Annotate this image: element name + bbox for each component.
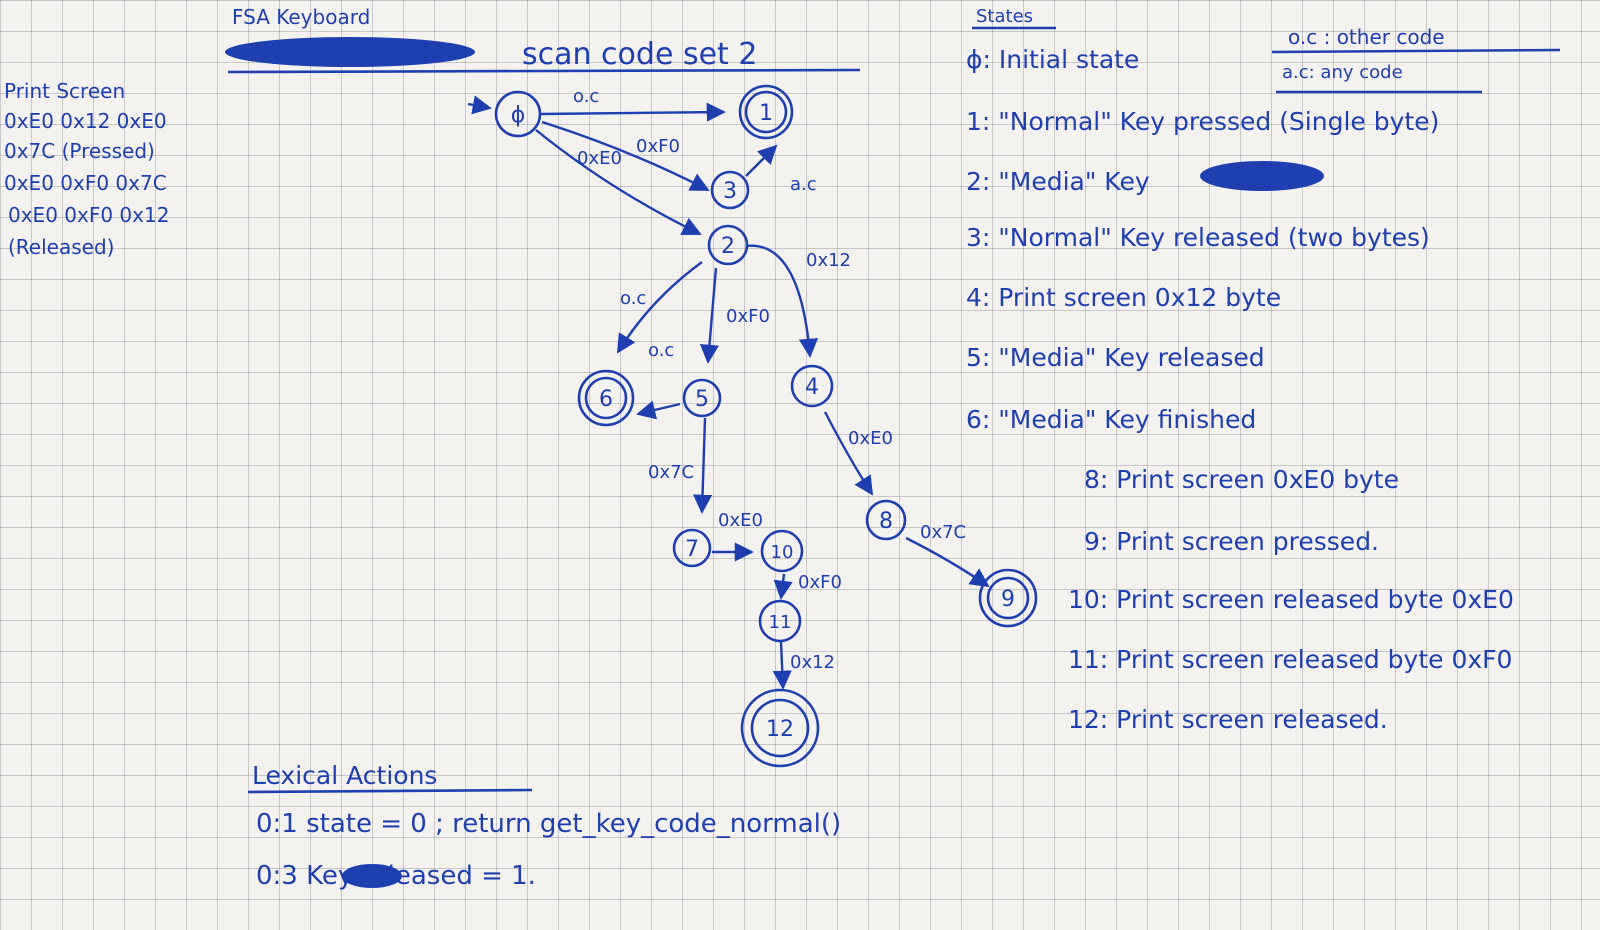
state-description: 1: "Normal" Key pressed (Single byte) [966, 107, 1439, 136]
state-description: 12: Print screen released. [1068, 705, 1388, 734]
state-description: 2: "Media" Key [966, 167, 1150, 196]
state-node-label: 1 [759, 101, 773, 126]
state-node-7: 7 [672, 528, 712, 568]
edge-label: 0x12 [790, 652, 835, 673]
state-description: 5: "Media" Key released [966, 343, 1265, 372]
edge-2-4 [745, 244, 819, 358]
legend-divider [1271, 48, 1561, 54]
state-description: 10: Print screen released byte 0xE0 [1068, 585, 1514, 614]
edge-4-8 [823, 411, 874, 496]
edge-3-1 [745, 144, 778, 177]
state-description: 9: Print screen pressed. [1084, 527, 1379, 556]
edge-label: 0xE0 [848, 428, 893, 449]
lexical-title: Lexical Actions [252, 761, 437, 790]
state-node-label: ϕ [511, 103, 526, 128]
lexical-line: 0:1 state = 0 ; return get_key_code_norm… [256, 809, 841, 839]
left-note-line: (Released) [8, 235, 114, 259]
scribbled-out-text [225, 37, 475, 67]
left-note-line: 0xE0 0xF0 0x12 [8, 203, 169, 227]
edge-label: 0xF0 [798, 572, 842, 593]
edge-label: o.c [573, 86, 599, 107]
left-note-line: 0xE0 0xF0 0x7C [4, 171, 167, 195]
title-line2: scan code set 2 [522, 37, 757, 72]
state-node-label: 5 [695, 387, 709, 412]
edge-0-3 [541, 120, 710, 192]
edge-label: a.c [790, 174, 817, 195]
state-node-4: 4 [790, 364, 834, 408]
state-description: 6: "Media" Key finished [966, 405, 1256, 434]
start-arrow [467, 95, 492, 115]
edge-label: 0x7C [648, 462, 694, 483]
state-node-10: 10 [760, 529, 804, 573]
state-node-label: 8 [879, 509, 893, 534]
state-description: 11: Print screen released byte 0xF0 [1068, 645, 1512, 674]
title-line1: FSA Keyboard [232, 5, 370, 29]
edges [467, 95, 990, 690]
edge-label: o.c [648, 340, 674, 361]
state-description: ϕ: Initial state [966, 45, 1139, 74]
edge-11-12 [772, 641, 792, 690]
state-node-label: 10 [771, 542, 794, 563]
state-node-6: 6 [577, 369, 635, 427]
edge-5-7 [692, 417, 713, 514]
left-note-line: 0xE0 0x12 0xE0 [4, 109, 167, 133]
left-note-line: 0x7C (Pressed) [4, 139, 155, 163]
state-node-label: 7 [685, 537, 699, 562]
edge-8-9 [905, 536, 990, 588]
edge-labels: o.c 0xF0 0xE0 a.c o.c 0xF0 0x12 o.c 0x7C… [573, 86, 966, 673]
lexical-actions: Lexical Actions 0:1 state = 0 ; return g… [247, 761, 841, 891]
edge-label: 0xE0 [718, 510, 763, 531]
edge-0-2 [535, 129, 702, 236]
state-node-label: 12 [766, 717, 794, 742]
edge-label: 0xF0 [726, 306, 770, 327]
state-node-1: 1 [738, 84, 794, 140]
scribbled-out-text [1200, 161, 1324, 191]
title-underline [227, 68, 861, 74]
state-node-label: 3 [723, 179, 737, 204]
legend-any-code: a.c: any code [1282, 62, 1403, 83]
state-node-8: 8 [865, 499, 907, 541]
state-description: 3: "Normal" Key released (two bytes) [966, 223, 1430, 252]
lexical-title-underline [247, 788, 533, 794]
edge-2-5 [699, 267, 720, 364]
state-description: 8: Print screen 0xE0 byte [1084, 465, 1399, 494]
edge-label: 0x7C [920, 522, 966, 543]
edge-2-6 [616, 261, 703, 354]
edge-label: o.c [620, 288, 646, 309]
legend-other-code: o.c : other code [1288, 25, 1445, 49]
edge-label: 0x12 [806, 250, 851, 271]
nodes: ϕ 1 3 2 6 5 4 7 [494, 84, 1038, 768]
scribbled-out-text [342, 864, 402, 888]
states-legend: States o.c : other code a.c: any code ϕ:… [966, 6, 1561, 734]
state-node-9: 9 [978, 568, 1038, 628]
edge-10-11 [773, 573, 793, 600]
state-node-label: 11 [769, 612, 792, 633]
state-node-3: 3 [710, 170, 750, 210]
state-node-label: 9 [1001, 587, 1015, 612]
header: FSA Keyboard scan code set 2 [225, 5, 861, 74]
left-note-line: Print Screen [4, 79, 125, 103]
state-node-12: 12 [740, 688, 820, 768]
edge-label: 0xE0 [577, 148, 622, 169]
states-title: States [976, 6, 1033, 27]
left-note: Print Screen 0xE0 0x12 0xE0 0x7C (Presse… [4, 79, 169, 259]
state-description: 4: Print screen 0x12 byte [966, 283, 1281, 312]
edge-5-6 [636, 400, 681, 420]
edge-label: 0xF0 [636, 136, 680, 157]
state-node-0: ϕ [494, 90, 542, 138]
state-node-11: 11 [758, 599, 802, 643]
state-node-label: 2 [721, 234, 735, 259]
edge-0-1 [539, 102, 726, 122]
state-node-5: 5 [682, 378, 722, 418]
state-node-2: 2 [707, 224, 749, 266]
state-node-label: 4 [805, 375, 819, 400]
state-node-label: 6 [599, 387, 613, 412]
